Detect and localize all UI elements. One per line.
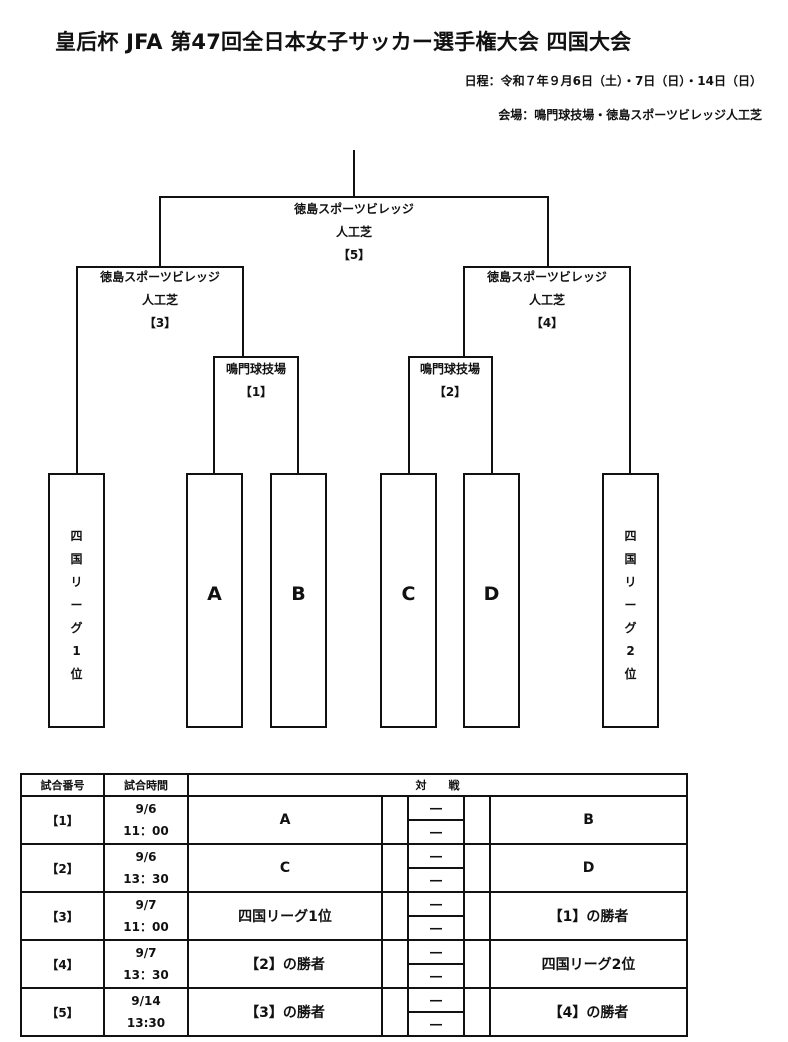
score-away-cell [463, 795, 491, 845]
team-label-league2: 四 国 リ ー グ 2 位 [624, 529, 637, 681]
score-middle-cell: ―― [407, 987, 465, 1037]
team-box-league1: 四 国 リ ー グ 1 位 [48, 473, 105, 728]
score-away-cell [463, 843, 491, 893]
score-middle-cell: ―― [407, 843, 465, 893]
match-number: 【2】 [433, 385, 467, 399]
score-away-cell [463, 939, 491, 989]
semi-right-venue: 徳島スポーツビレッジ 人工芝 【4】 [447, 266, 647, 335]
bracket-line [242, 266, 244, 358]
team-label-a: A [207, 583, 222, 605]
match-number: 【4】 [530, 316, 564, 330]
match-no-cell: 【2】 [20, 843, 105, 893]
match-number: 【1】 [239, 385, 273, 399]
home-team-cell: 四国リーグ1位 [187, 891, 383, 941]
score-middle-cell: ―― [407, 939, 465, 989]
header-versus: 対 戦 [186, 773, 689, 797]
bracket-line [491, 356, 493, 474]
home-team-cell: A [187, 795, 383, 845]
away-team-cell: D [488, 843, 689, 893]
team-label-c: C [401, 583, 416, 605]
bracket-line [76, 266, 78, 474]
venue-label: 徳島スポーツビレッジ [100, 270, 220, 284]
home-team-cell: C [187, 843, 383, 893]
bracket-line [353, 150, 355, 198]
venue-label: 人工芝 [528, 293, 565, 307]
score-middle-cell: ―― [407, 891, 465, 941]
semi-left-venue: 徳島スポーツビレッジ 人工芝 【3】 [60, 266, 260, 335]
score-middle-cell: ―― [407, 795, 465, 845]
score-home-cell [381, 939, 409, 989]
score-away-cell [463, 987, 491, 1037]
venue-label: 徳島スポーツビレッジ [294, 202, 414, 216]
match-no-cell: 【5】 [20, 987, 105, 1037]
venue-label: 人工芝 [141, 293, 178, 307]
bracket-line [76, 266, 244, 268]
bracket-line [463, 266, 631, 268]
bracket-line [159, 196, 161, 268]
bracket-line [463, 266, 465, 358]
team-box-c: C [380, 473, 437, 728]
venue-label: 鳴門球技場 [419, 362, 480, 376]
bracket-line [159, 196, 549, 198]
score-away-cell [463, 891, 491, 941]
match-number: 【3】 [143, 316, 177, 330]
final-venue: 徳島スポーツビレッジ 人工芝 【5】 [254, 198, 454, 267]
team-box-a: A [186, 473, 243, 728]
header-time: 試合時間 [103, 773, 189, 797]
home-team-cell: 【3】の勝者 [187, 987, 383, 1037]
team-label-d: D [483, 583, 500, 605]
away-team-cell: 四国リーグ2位 [488, 939, 689, 989]
team-label-b: B [291, 583, 306, 605]
score-home-cell [381, 987, 409, 1037]
team-label-league1: 四 国 リ ー グ 1 位 [70, 529, 83, 681]
bracket-line [629, 266, 631, 474]
bracket-line [297, 356, 299, 474]
home-team-cell: 【2】の勝者 [187, 939, 383, 989]
bracket-line [213, 356, 299, 358]
score-home-cell [381, 843, 409, 893]
bracket-line [408, 356, 410, 474]
venue-label: 鳴門球技場 [225, 362, 286, 376]
away-team-cell: 【4】の勝者 [488, 987, 689, 1037]
bracket-line [547, 196, 549, 268]
team-box-d: D [463, 473, 520, 728]
qf-right-venue: 鳴門球技場 【2】 [400, 358, 500, 404]
qf-left-venue: 鳴門球技場 【1】 [206, 358, 306, 404]
page-title: 皇后杯 JFA 第47回全日本女子サッカー選手権大会 四国大会 [55, 30, 632, 54]
team-box-league2: 四 国 リ ー グ 2 位 [602, 473, 659, 728]
schedule-dates: 日程：令和７年９月6日（土）・7日（日）・14日（日） [464, 74, 762, 88]
match-no-cell: 【4】 [20, 939, 105, 989]
venue-label: 徳島スポーツビレッジ [487, 270, 607, 284]
match-no-cell: 【1】 [20, 795, 105, 845]
venue-info: 会場：鳴門球技場・徳島スポーツビレッジ人工芝 [498, 108, 762, 122]
score-home-cell [381, 891, 409, 941]
away-team-cell: B [488, 795, 689, 845]
bracket-line [213, 356, 215, 474]
away-team-cell: 【1】の勝者 [488, 891, 689, 941]
team-box-b: B [270, 473, 327, 728]
score-home-cell [381, 795, 409, 845]
header-match-no: 試合番号 [20, 773, 105, 797]
table-header-row: 試合番号 試合時間 対 戦 [20, 773, 689, 797]
match-number: 【5】 [337, 248, 371, 262]
match-no-cell: 【3】 [20, 891, 105, 941]
bracket-line [408, 356, 493, 358]
venue-label: 人工芝 [335, 225, 372, 239]
